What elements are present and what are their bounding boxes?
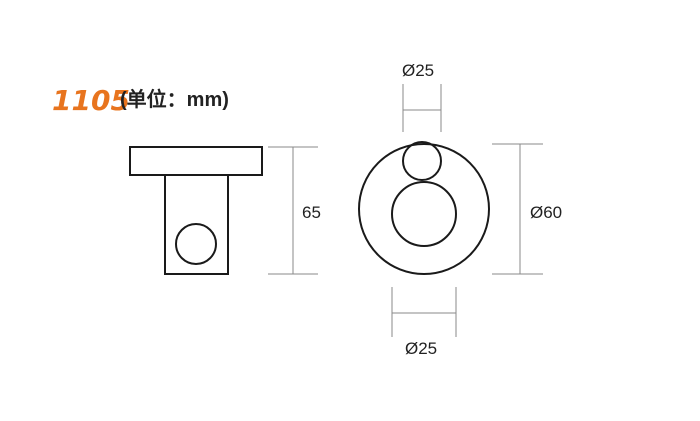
height-label: 65 xyxy=(302,203,321,222)
top-diameter-dimension xyxy=(402,84,442,132)
front-view xyxy=(358,141,490,275)
outer-ring xyxy=(358,143,490,275)
hook-body xyxy=(164,174,229,275)
bottom-diameter-dimension xyxy=(391,287,457,337)
top-knob xyxy=(402,141,442,181)
bottom-diameter-label: Ø25 xyxy=(405,339,437,358)
height-dimension xyxy=(268,146,318,275)
top-diameter-label: Ø25 xyxy=(402,61,434,80)
outer-diameter-label: Ø60 xyxy=(530,203,562,222)
side-knob xyxy=(175,223,217,265)
mounting-plate xyxy=(129,146,263,176)
center-ring xyxy=(391,181,457,247)
unit-label: (单位：mm) xyxy=(120,87,229,111)
outer-diameter-dimension xyxy=(492,143,543,275)
side-view xyxy=(129,146,263,275)
model-number: 1105 xyxy=(52,84,130,117)
